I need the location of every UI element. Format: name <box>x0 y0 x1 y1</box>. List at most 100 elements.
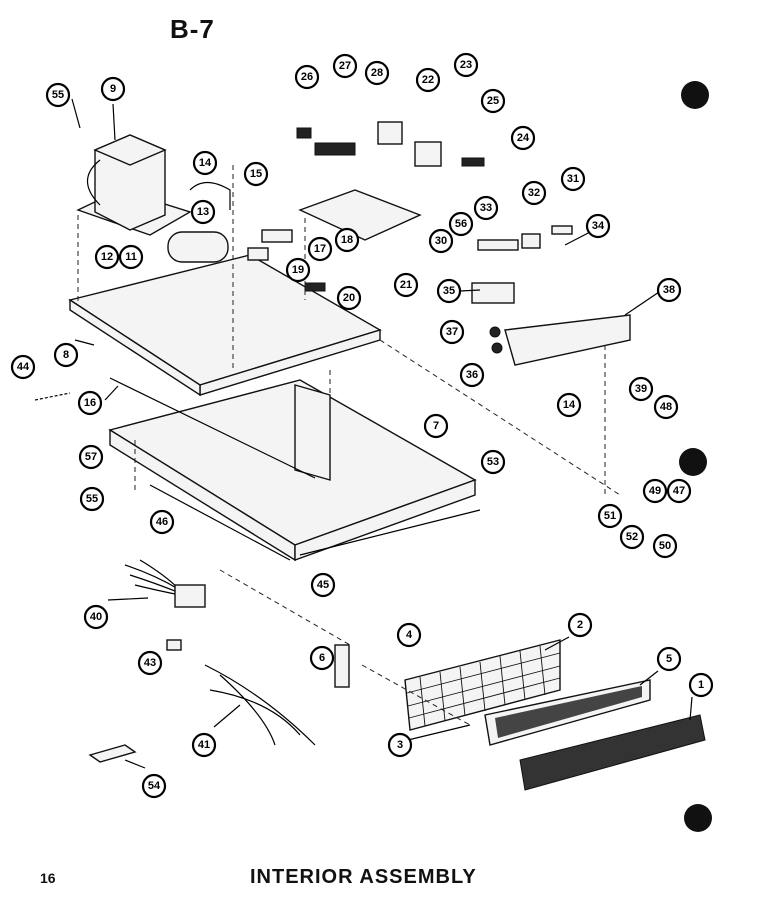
clip-part <box>304 282 326 292</box>
callout-11: 11 <box>118 244 144 270</box>
wire-harness-part <box>124 559 206 608</box>
svg-text:39: 39 <box>635 383 647 395</box>
callout-3: 3 <box>387 732 413 758</box>
capacitor-part <box>167 231 229 263</box>
svg-text:24: 24 <box>517 132 530 144</box>
callout-48: 48 <box>653 394 679 420</box>
callout-33: 33 <box>473 195 499 221</box>
filter-media-part <box>495 686 642 738</box>
base-tray-part <box>108 377 481 562</box>
svg-text:5: 5 <box>666 653 672 665</box>
svg-text:31: 31 <box>567 173 579 185</box>
svg-text:49: 49 <box>649 485 661 497</box>
svg-text:57: 57 <box>85 451 97 463</box>
callout-53: 53 <box>480 449 506 475</box>
front-grille-part <box>519 714 706 791</box>
callout-44: 44 <box>10 354 36 380</box>
connector-clip-part <box>166 639 182 651</box>
callout-17: 17 <box>307 236 333 262</box>
svg-text:54: 54 <box>148 780 161 792</box>
svg-text:22: 22 <box>422 74 434 86</box>
pc-board-part <box>296 121 485 241</box>
svg-text:55: 55 <box>52 89 64 101</box>
leader-lines <box>71 98 693 769</box>
diagram-caption: INTERIOR ASSEMBLY <box>250 866 477 888</box>
svg-text:14: 14 <box>199 157 212 169</box>
svg-text:7: 7 <box>433 420 439 432</box>
callout-46: 46 <box>149 509 175 535</box>
svg-text:2: 2 <box>577 619 583 631</box>
svg-text:51: 51 <box>604 510 616 522</box>
callout-13: 13 <box>190 199 216 225</box>
svg-text:38: 38 <box>663 284 675 296</box>
registration-dot <box>684 804 712 832</box>
svg-text:48: 48 <box>660 401 672 413</box>
callout-9: 9 <box>100 76 126 102</box>
svg-text:50: 50 <box>659 540 671 552</box>
svg-text:30: 30 <box>435 235 447 247</box>
callout-24: 24 <box>510 125 536 151</box>
svg-text:34: 34 <box>592 220 605 232</box>
callout-38: 38 <box>656 277 682 303</box>
callout-22: 22 <box>415 67 441 93</box>
side-bracket-part <box>334 644 350 688</box>
callout-25: 25 <box>480 88 506 114</box>
svg-text:43: 43 <box>144 657 156 669</box>
svg-text:9: 9 <box>110 83 116 95</box>
callout-37: 37 <box>439 319 465 345</box>
callout-23: 23 <box>453 52 479 78</box>
callout-54: 54 <box>141 773 167 799</box>
callout-12: 12 <box>94 244 120 270</box>
svg-text:25: 25 <box>487 95 499 107</box>
callout-19: 19 <box>285 257 311 283</box>
svg-text:23: 23 <box>460 59 472 71</box>
callout-50: 50 <box>652 533 678 559</box>
mesh-grille-part <box>404 639 561 731</box>
callout-14: 14 <box>192 150 218 176</box>
exploded-parts-diagram: 8 55 9 14 15 13 12 11 17 18 19 20 21 26 … <box>10 52 714 832</box>
callout-49: 49 <box>642 478 668 504</box>
page-number: 16 <box>40 870 56 886</box>
callout-45: 45 <box>310 572 336 598</box>
svg-text:1: 1 <box>698 679 704 691</box>
switch-part <box>261 229 293 243</box>
svg-text:45: 45 <box>317 579 329 591</box>
callout-21: 21 <box>393 272 419 298</box>
callout-35: 35 <box>436 278 462 304</box>
callout-57: 57 <box>78 444 104 470</box>
svg-text:19: 19 <box>292 264 304 276</box>
screw-strip-part <box>34 392 71 401</box>
svg-text:56: 56 <box>455 218 467 230</box>
callout-52: 52 <box>619 524 645 550</box>
svg-text:8: 8 <box>63 349 69 361</box>
svg-text:13: 13 <box>197 206 209 218</box>
svg-text:3: 3 <box>397 739 403 751</box>
callout-36: 36 <box>459 362 485 388</box>
callout-55b: 55 <box>79 486 105 512</box>
callout-4: 4 <box>396 622 422 648</box>
svg-text:47: 47 <box>673 485 685 497</box>
svg-text:35: 35 <box>443 285 455 297</box>
callout-7: 7 <box>423 413 449 439</box>
svg-text:44: 44 <box>17 361 30 373</box>
svg-text:52: 52 <box>626 531 638 543</box>
svg-text:33: 33 <box>480 202 492 214</box>
svg-text:36: 36 <box>466 369 478 381</box>
svg-text:20: 20 <box>343 292 355 304</box>
callout-16: 16 <box>77 390 103 416</box>
control-bracket-part <box>489 314 631 366</box>
callout-40: 40 <box>83 604 109 630</box>
callout-43: 43 <box>137 650 163 676</box>
relay-part <box>247 247 269 261</box>
svg-text:27: 27 <box>339 60 351 72</box>
svg-text:18: 18 <box>341 234 353 246</box>
page-title: B-7 <box>170 14 215 44</box>
svg-text:11: 11 <box>125 251 137 263</box>
callout-51: 51 <box>597 503 623 529</box>
connector-part <box>471 225 573 304</box>
svg-text:6: 6 <box>319 652 325 664</box>
wire-bundle-part <box>204 664 316 746</box>
svg-text:12: 12 <box>101 251 113 263</box>
registration-dot <box>681 81 709 109</box>
svg-text:37: 37 <box>446 326 458 338</box>
